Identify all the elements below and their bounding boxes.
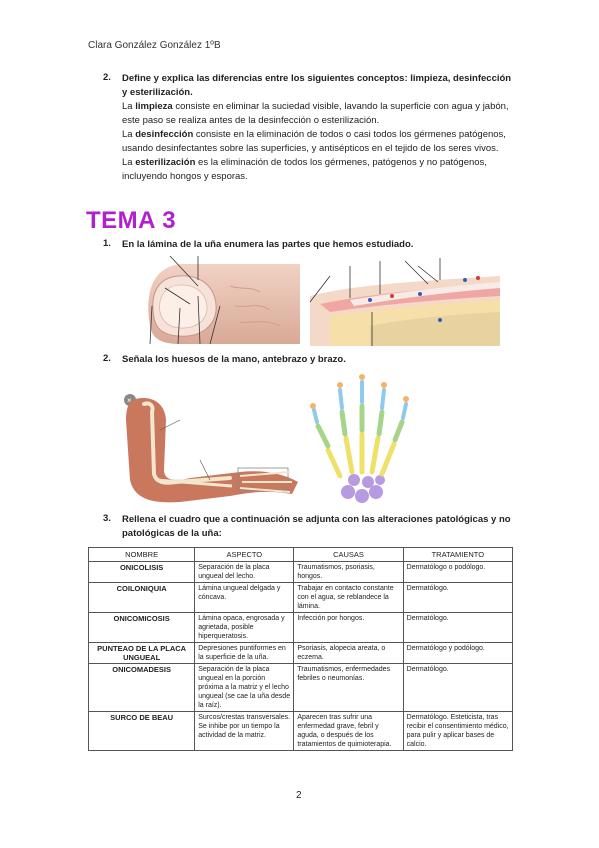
column-header-aspecto: ASPECTO (194, 547, 295, 562)
table-row: ONICOLISIS Separación de la placa unguea… (87, 561, 514, 583)
nail-cross-section-illustration (310, 256, 500, 346)
tema-question-3-text: Rellena el cuadro que a continuación se … (122, 514, 511, 539)
cell-causas: Psoriasis, alopecia areata, o eczema. (293, 642, 404, 664)
cell-tratamiento: Dermatólogo. Esteticista, tras recibir e… (402, 711, 514, 751)
cell-nombre: SURCO DE BEAU (87, 711, 196, 751)
cell-causas: Traumatismos, enfermedades febriles o ne… (293, 663, 404, 712)
definition-prefix: La (122, 157, 136, 168)
hand-bones-illustration (310, 374, 409, 503)
question-2-block: Define y explica las diferencias entre l… (122, 72, 515, 184)
svg-text:×: × (127, 396, 132, 405)
table-row: SURCO DE BEAU Surcos/crestas transversal… (87, 711, 514, 751)
definition-desinfeccion: La desinfección consiste en la eliminaci… (122, 128, 515, 156)
column-header-tratamiento: TRATAMIENTO (402, 547, 514, 562)
cell-aspecto: Surcos/crestas transversales. Se inhibe … (194, 711, 295, 751)
cell-aspecto: Lámina opaca, engrosada y agrietada, pos… (194, 612, 295, 643)
column-header-causas: CAUSAS (293, 547, 404, 562)
cell-causas: Infección por hongos. (293, 612, 404, 643)
nail-alterations-table: NOMBRE ASPECTO CAUSAS TRATAMIENTO ONICOL… (87, 547, 514, 751)
definition-prefix: La (122, 101, 136, 112)
table-row: COILONIQUIA Lámina ungueal delgada y cón… (87, 582, 514, 613)
cell-nombre: COILONIQUIA (87, 582, 196, 613)
cell-causas: Trabajar en contacto constante con el ag… (293, 582, 404, 613)
arm-bones-illustration: × (124, 394, 298, 503)
cell-causas: Aparecen tras sufrir una enfermedad grav… (293, 711, 404, 751)
definition-prefix: La (122, 129, 136, 140)
cell-aspecto: Depresiones puntiformes en la superficie… (194, 642, 295, 664)
cell-nombre: ONICOMICOSIS (87, 612, 196, 643)
cell-nombre: ONICOLISIS (87, 561, 196, 583)
cell-tratamiento: Dermatólogo. (402, 663, 514, 712)
tema-question-3-number: 3. (103, 513, 111, 524)
tema-question-1-text: En la lámina de la uña enumera las parte… (122, 239, 414, 250)
question-2-number: 2. (103, 72, 111, 83)
cell-aspecto: Lámina ungueal delgada y cóncava. (194, 582, 295, 613)
cell-nombre: ONICOMADESIS (87, 663, 196, 712)
tema-question-2-text: Señala los huesos de la mano, antebrazo … (122, 354, 346, 365)
cell-causas: Traumatismos, psoriasis, hongos. (293, 561, 404, 583)
definition-text: consiste en la eliminación de todos o ca… (122, 129, 506, 154)
page-number: 2 (296, 790, 302, 801)
table-row: PUNTEAO DE LA PLACA UNGUEAL Depresiones … (87, 642, 514, 664)
table-row: ONICOMICOSIS Lámina opaca, engrosada y a… (87, 612, 514, 643)
definition-text: consiste en eliminar la suciedad visible… (122, 101, 509, 126)
cell-nombre: PUNTEAO DE LA PLACA UNGUEAL (87, 642, 196, 664)
term-esterilizacion: esterilización (135, 157, 196, 168)
cell-tratamiento: Dermatólogo. (402, 612, 514, 643)
definition-text: es la eliminación de todos los gérmenes,… (122, 157, 487, 182)
cell-tratamiento: Dermatólogo o podólogo. (402, 561, 514, 583)
finger-nail-illustration (148, 256, 300, 345)
section-title: TEMA 3 (86, 207, 177, 234)
column-header-nombre: NOMBRE (87, 547, 196, 562)
cell-tratamiento: Dermatólogo y podólogo. (402, 642, 514, 664)
term-desinfeccion: desinfección (135, 129, 194, 140)
definition-esterilizacion: La esterilización es la eliminación de t… (122, 156, 515, 184)
header-author: Clara González González 1ºB (88, 40, 221, 51)
cell-aspecto: Separación de la placa ungueal del lecho… (194, 561, 295, 583)
question-2-title: Define y explica las diferencias entre l… (122, 73, 512, 98)
table-header-row: NOMBRE ASPECTO CAUSAS TRATAMIENTO (87, 547, 514, 562)
definition-limpieza: La limpieza consiste en eliminar la suci… (122, 100, 515, 128)
table-row: ONICOMADESIS Separación de la placa ungu… (87, 663, 514, 712)
cell-aspecto: Separación de la placa ungueal en la por… (194, 663, 295, 712)
term-limpieza: limpieza (135, 101, 173, 112)
tema-question-2-number: 2. (103, 353, 111, 364)
cell-tratamiento: Dermatólogo. (402, 582, 514, 613)
tema-question-1-number: 1. (103, 238, 111, 249)
